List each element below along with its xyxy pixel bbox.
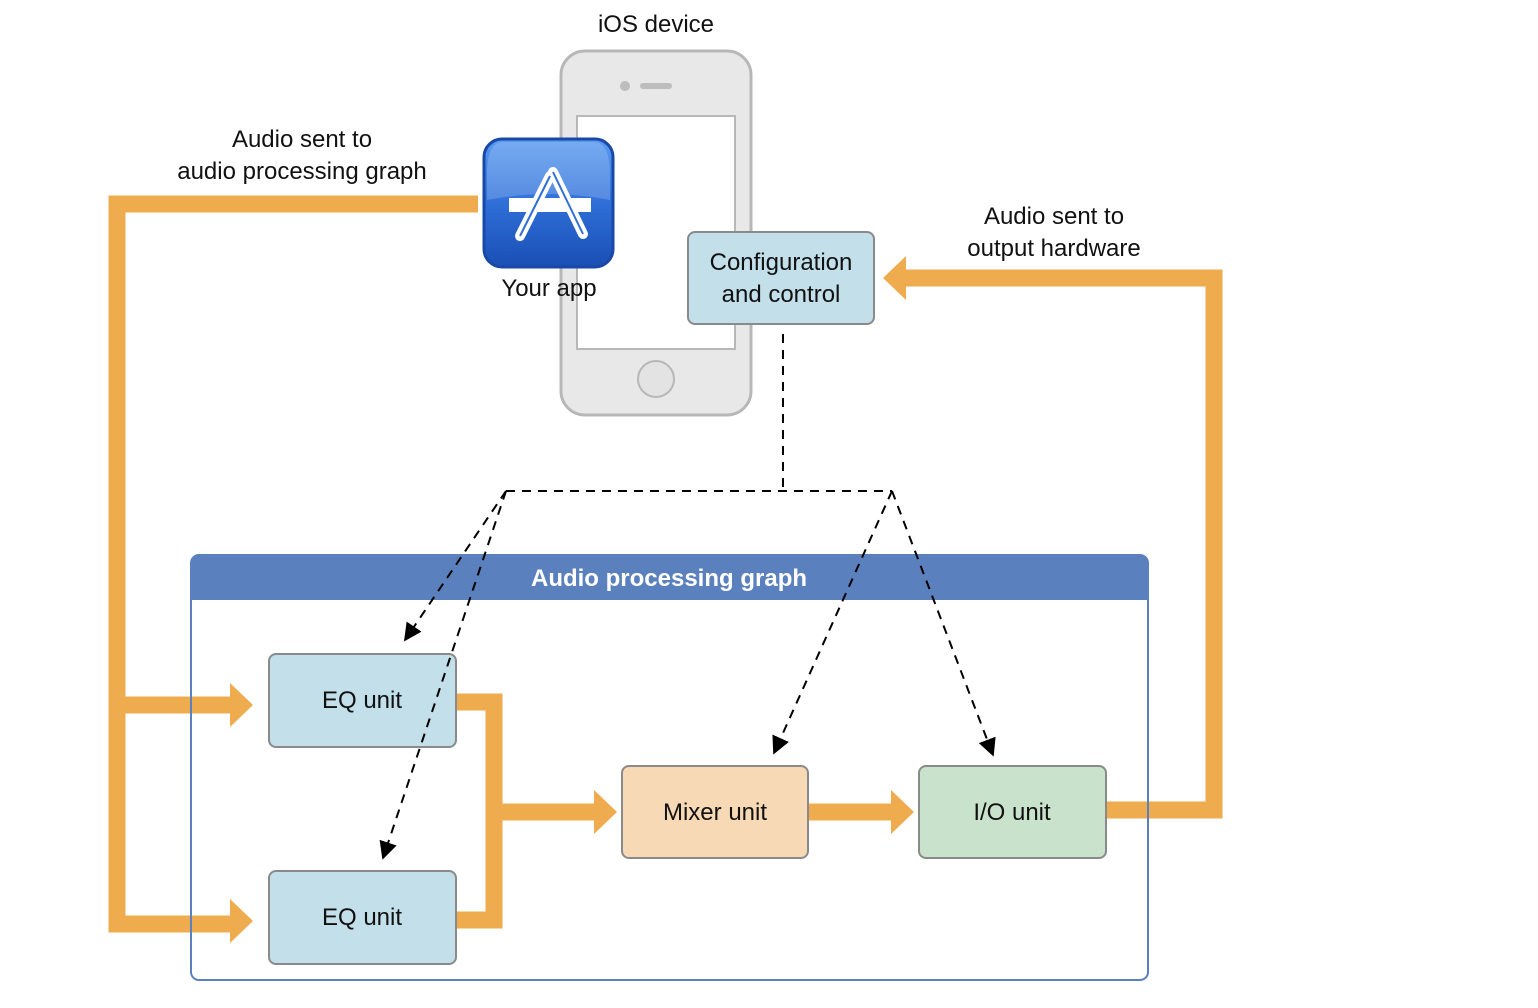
input-annotation-line1: Audio sent to [232, 126, 372, 153]
device-home-button [637, 360, 675, 398]
control-to-mixer [772, 490, 893, 755]
input-annotation-line2: audio processing graph [177, 158, 427, 185]
control-to-eq-top [403, 490, 507, 642]
app-label: Your app [501, 275, 596, 302]
control-lines [379, 334, 996, 860]
device-camera [620, 81, 630, 91]
eq-unit-bottom-label: EQ unit [322, 904, 402, 931]
audio-flow-paths [108, 195, 1223, 933]
device-speaker [640, 83, 672, 89]
eq-unit-top-label: EQ unit [322, 687, 402, 714]
audio-processing-graph: Audio processing graph [190, 554, 1149, 981]
graph-header [191, 555, 1148, 600]
input-audio-path [108, 195, 478, 933]
control-to-eq-bottom [379, 490, 507, 860]
eq-merge-path [456, 693, 503, 929]
arrowhead-to-io [891, 790, 914, 834]
arrowhead-to-mixer [594, 790, 617, 834]
graph-title: Audio processing graph [531, 565, 807, 592]
arrowhead-to-config [883, 256, 906, 300]
audio-flow-arrowheads [230, 256, 914, 943]
mixer-unit: Mixer unit [621, 765, 809, 859]
io-unit: I/O unit [918, 765, 1107, 859]
config-label-line1: Configuration [710, 249, 853, 276]
output-annotation-line2: output hardware [967, 235, 1140, 262]
device-label: iOS device [598, 11, 714, 38]
output-audio-path [904, 269, 1223, 819]
eq-unit-bottom: EQ unit [268, 870, 457, 965]
config-label-line2: and control [722, 281, 841, 308]
control-to-io [891, 490, 996, 757]
eq-unit-top: EQ unit [268, 653, 457, 748]
arrowhead-to-eq-top [230, 683, 253, 727]
arrowhead-to-eq-bottom [230, 899, 253, 943]
config-box [687, 231, 875, 325]
app-store-icon [482, 137, 615, 269]
io-unit-label: I/O unit [973, 799, 1051, 826]
output-annotation-line1: Audio sent to [984, 203, 1124, 230]
mixer-unit-label: Mixer unit [663, 799, 767, 826]
